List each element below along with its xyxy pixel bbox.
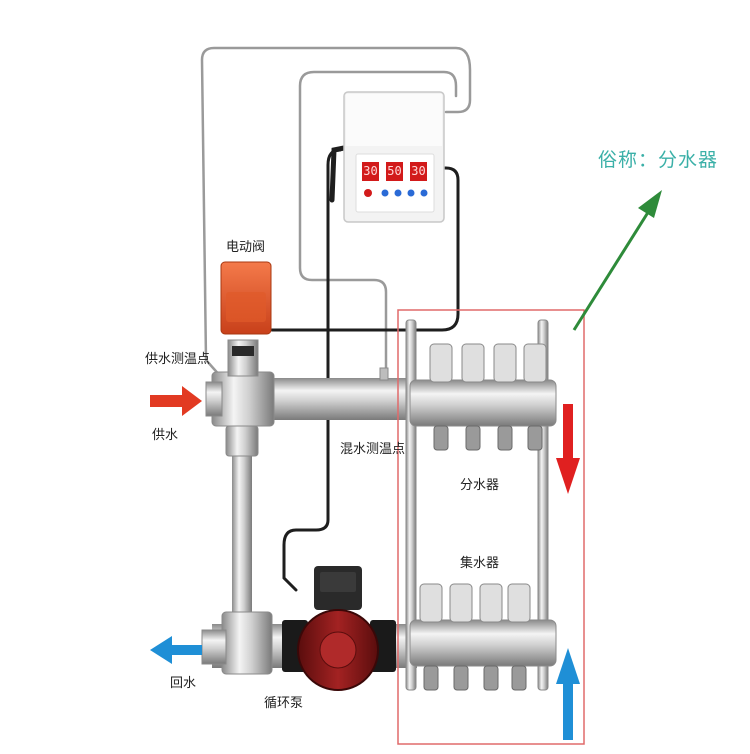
electric-valve-label: 电动阀 xyxy=(226,240,266,255)
flow-up-arrow-icon xyxy=(556,648,580,740)
control-button-icon xyxy=(394,189,402,197)
control-button-icon xyxy=(381,189,389,197)
controller-display-3: 30 xyxy=(410,162,427,181)
manifold-highlight-box xyxy=(397,309,585,745)
return-outlet-fitting xyxy=(201,629,227,665)
valve-stem-collar xyxy=(232,346,254,356)
bypass-valve xyxy=(225,425,259,457)
mixed-temp-sensor xyxy=(379,367,389,381)
return-arrow-icon xyxy=(150,636,202,664)
pump-cable-black xyxy=(282,148,342,592)
collector-label: 集水器 xyxy=(460,556,500,571)
control-button-icon xyxy=(407,189,415,197)
control-cables xyxy=(200,46,472,592)
sensor-cable-grey-outer xyxy=(200,46,472,380)
plug-cable-black xyxy=(329,145,347,203)
return-water-label: 回水 xyxy=(170,676,197,691)
circulation-pump xyxy=(282,566,396,691)
distributor-manifold xyxy=(409,343,557,451)
supply-temp-point-label: 供水测温点 xyxy=(145,352,211,367)
mixed-temp-point-label: 混水测温点 xyxy=(340,442,406,457)
collector-manifold xyxy=(409,583,557,691)
return-tee xyxy=(221,611,273,675)
sensor-cable-grey-inner xyxy=(298,70,458,378)
valve-cable-black xyxy=(270,166,460,332)
temperature-controller xyxy=(343,91,445,223)
control-button-icon xyxy=(420,189,428,197)
supply-water-label: 供水 xyxy=(152,428,179,443)
controller-display-2: 50 xyxy=(386,162,403,181)
bypass-pipe xyxy=(232,426,252,616)
alias-label: 俗称：分水器 xyxy=(598,149,719,171)
supply-inlet-fitting xyxy=(205,381,223,417)
electric-valve-actuator xyxy=(220,261,272,335)
distributor-label: 分水器 xyxy=(460,478,500,493)
flow-down-arrow-icon xyxy=(556,404,580,494)
circulation-pump-label: 循环泵 xyxy=(264,696,304,711)
pointer-arrow-icon xyxy=(572,190,662,331)
controller-display-1: 30 xyxy=(362,162,379,181)
valve-stem xyxy=(227,339,259,377)
supply-arrow-icon xyxy=(150,386,202,416)
power-button-icon xyxy=(364,189,372,197)
